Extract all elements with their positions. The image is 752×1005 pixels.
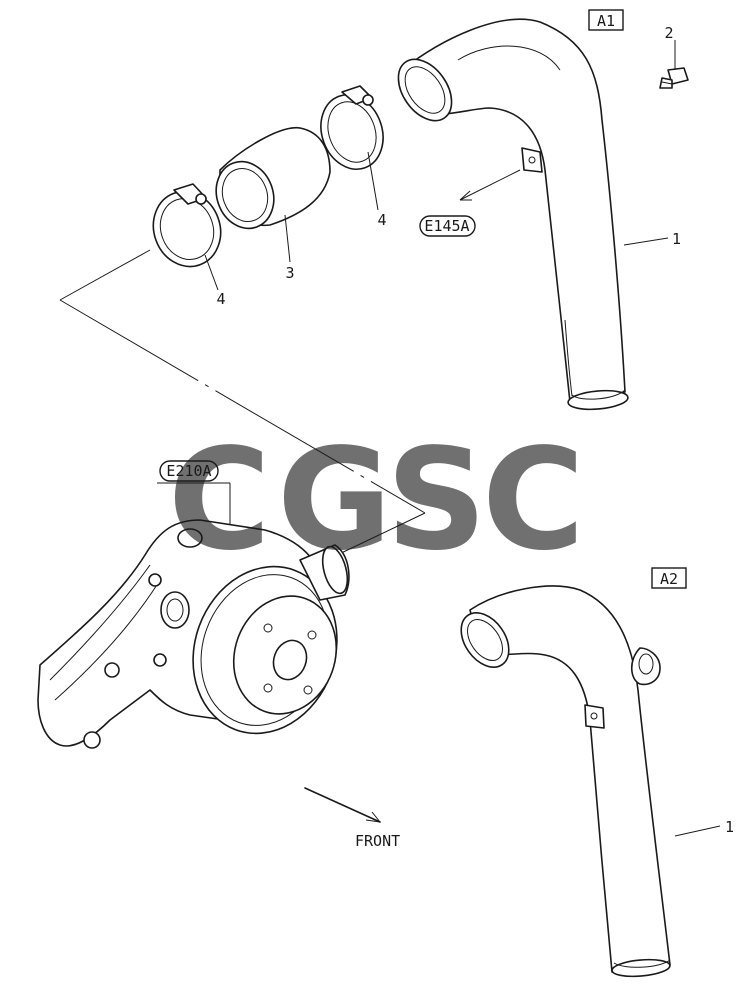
label-bolt: 2 [664,24,673,42]
watermark-letter-g: G [277,419,392,582]
pipe-a1 [397,18,629,411]
label-hose: 3 [285,264,294,282]
hose-3 [215,127,331,230]
front-label: FRONT [355,832,400,850]
variant-a2-text: A2 [660,570,678,588]
variant-label-a2: A2 [651,567,687,589]
leader-lines [59,40,721,837]
cgsc-watermark: C G S C [168,419,585,582]
variant-label-a1: A1 [588,9,624,31]
clamp-4-upper [320,85,384,170]
label-clamp-lower: 4 [216,290,225,308]
water-pump [37,519,350,749]
ref-e145a: E145A [419,215,476,237]
watermark-letter-s: S [386,419,487,582]
ref-e210a: E210A [159,460,219,482]
front-arrow [304,787,381,823]
variant-a1-text: A1 [597,12,615,30]
watermark-letter-c2: C [482,419,585,582]
label-pipe-a2: 1 [725,818,734,836]
pipe-a2 [460,585,671,978]
label-pipe-a1: 1 [672,230,681,248]
ref-e210a-text: E210A [166,462,211,480]
ref-e145a-text: E145A [424,217,469,235]
clamp-4-lower [152,183,222,268]
bolt-2 [659,67,689,89]
label-clamp-upper: 4 [377,211,386,229]
watermark-letter-c1: C [168,419,271,582]
